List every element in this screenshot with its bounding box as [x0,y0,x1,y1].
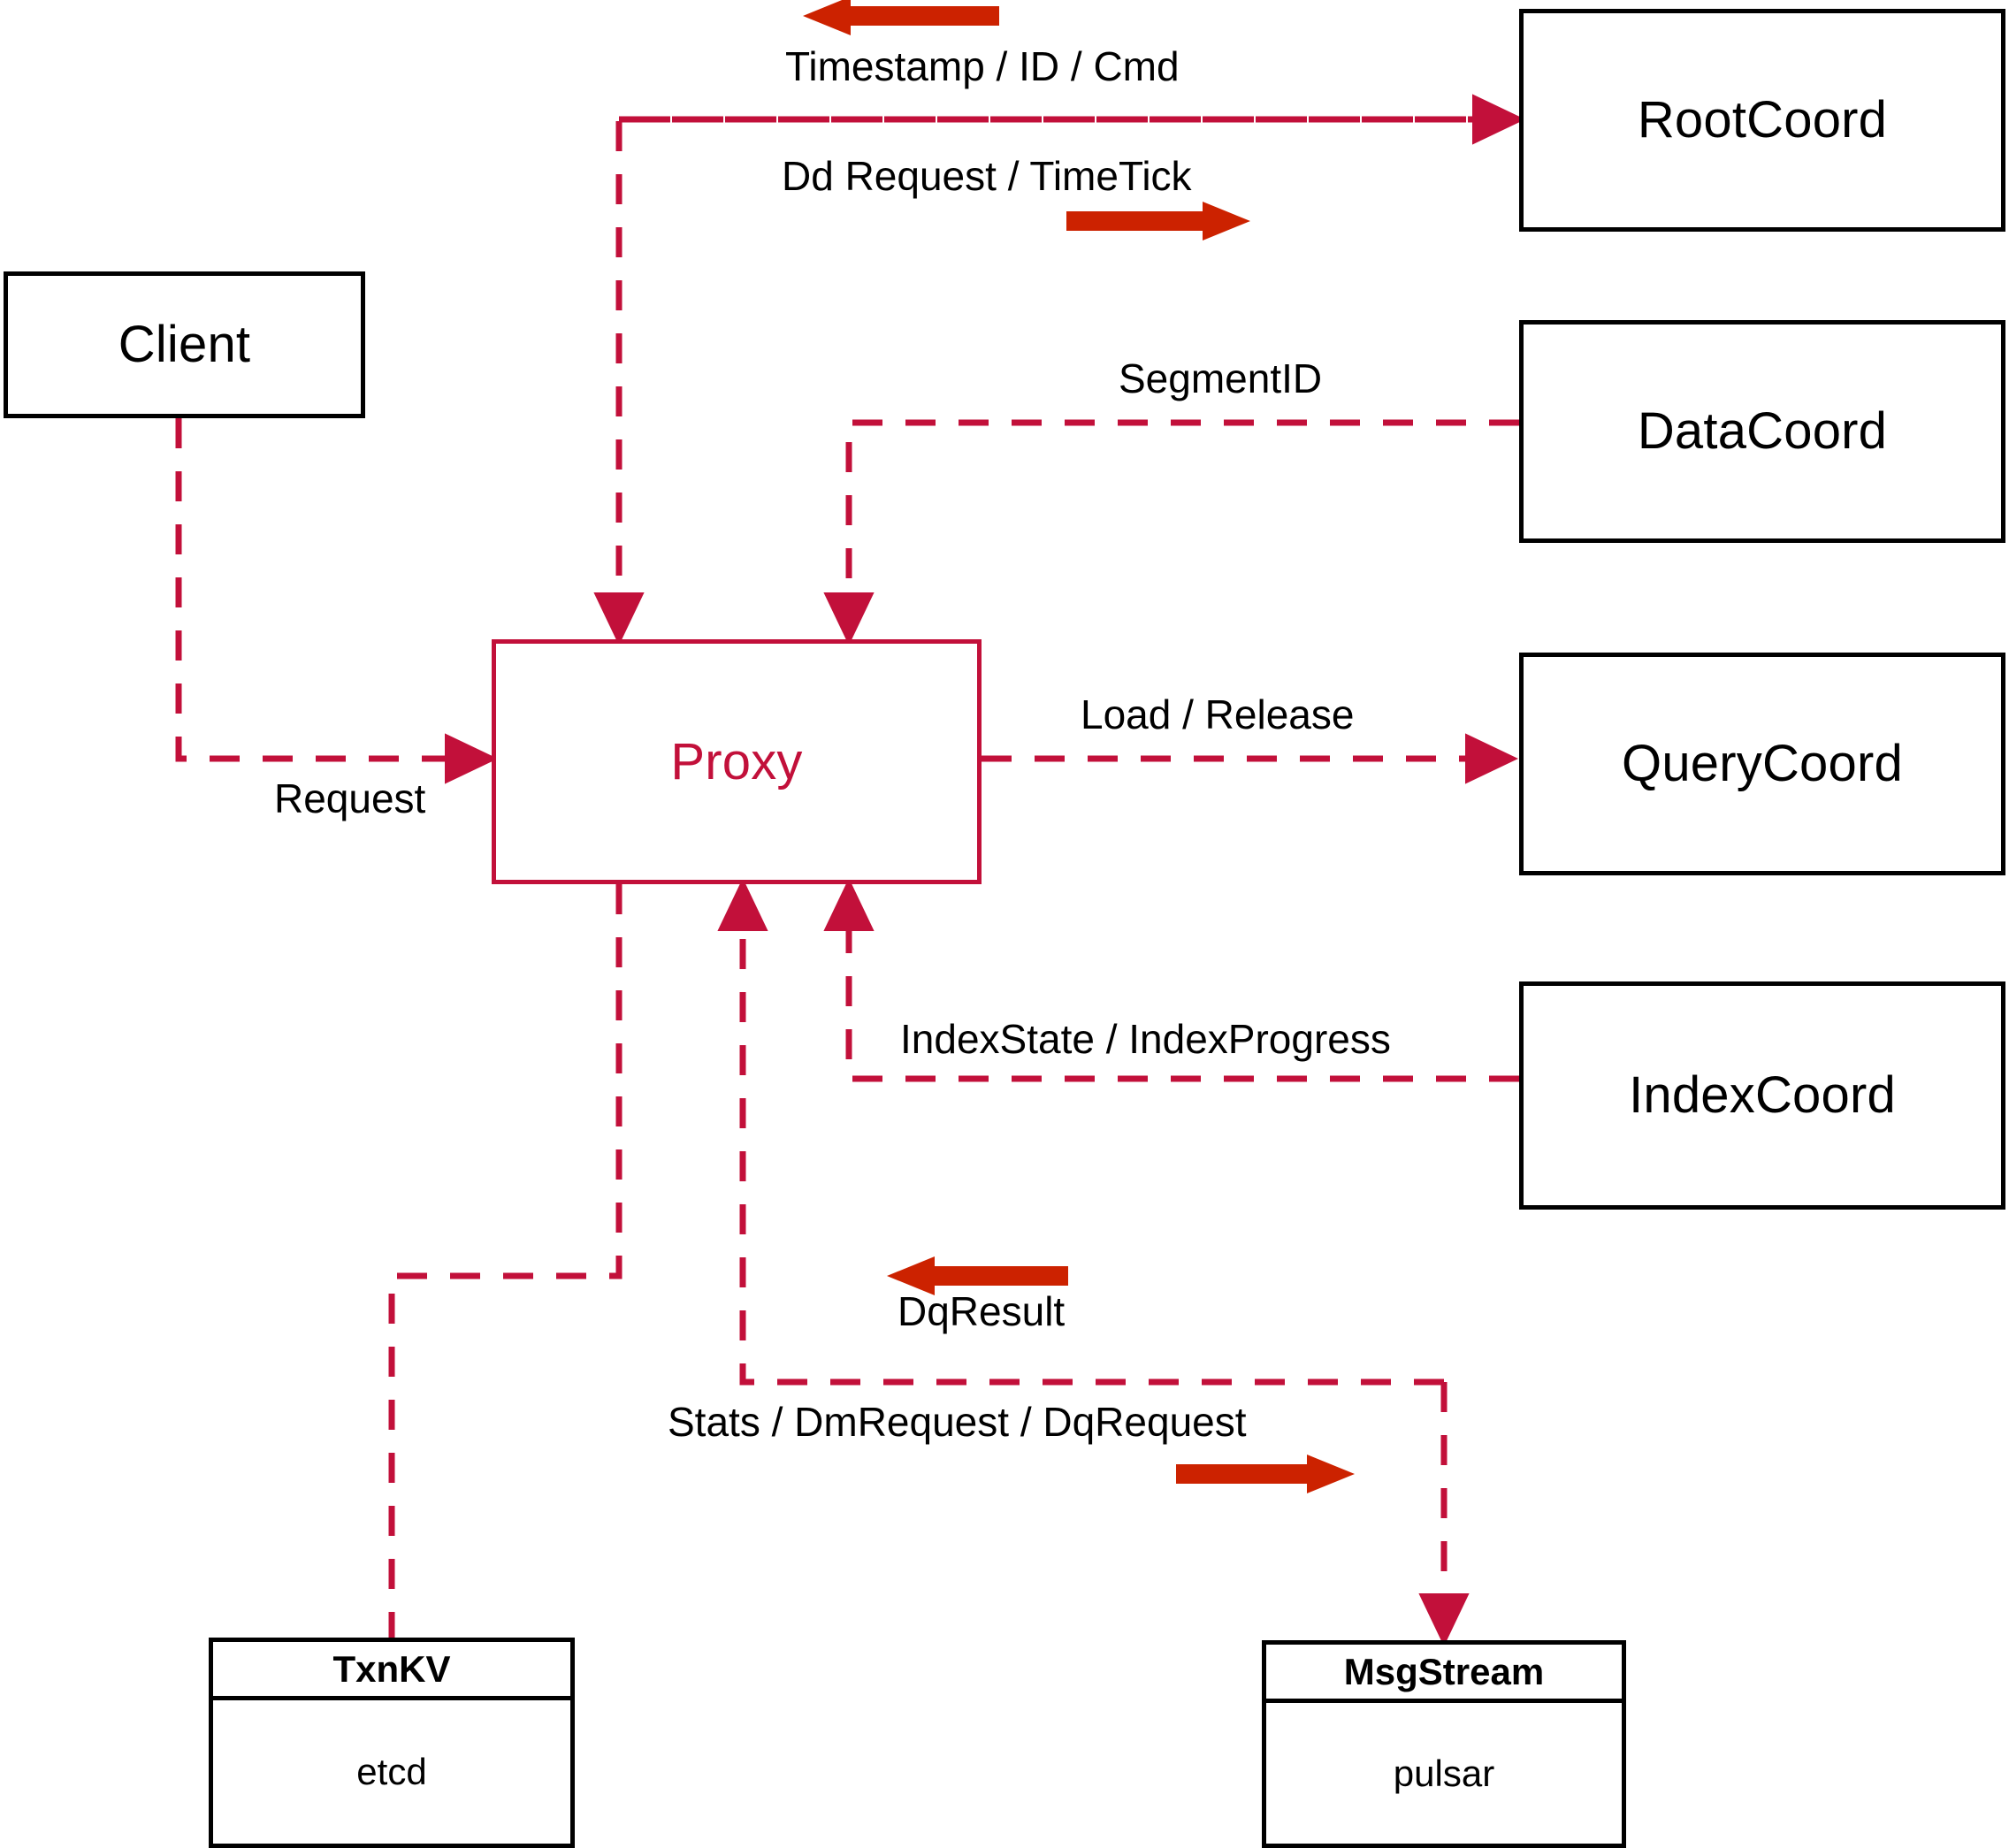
node-txnkv[interactable]: TxnKV etcd [209,1638,575,1848]
arrow-left-dqresult-icon [887,1256,1068,1295]
edge-label-request: Request [274,775,426,821]
edge-label-index-state-progress: IndexState / IndexProgress [900,1016,1391,1062]
node-txnkv-title: TxnKV [213,1642,570,1700]
edge-rootcoord-to-proxy [593,116,1519,646]
node-rootcoord-label: RootCoord [1637,91,1888,149]
edge-label-load-release: Load / Release [1081,691,1355,737]
edge-msgstream-to-proxy [717,877,1444,1386]
node-querycoord[interactable]: QueryCoord [1519,653,2005,875]
node-indexcoord[interactable]: IndexCoord [1519,981,2005,1210]
node-msgstream-body: pulsar [1393,1752,1495,1794]
arrow-left-timestamp-icon [803,0,999,35]
node-client[interactable]: Client [4,271,365,418]
edge-label-dd-request-timetick: Dd Request / TimeTick [782,153,1192,199]
edge-client-to-proxy [175,418,499,784]
arrow-right-ddrequest-icon [1066,202,1250,241]
node-querycoord-label: QueryCoord [1622,735,1903,792]
node-proxy[interactable]: Proxy [492,639,982,884]
node-txnkv-body: etcd [356,1751,427,1792]
node-msgstream-title: MsgStream [1266,1645,1622,1703]
node-datacoord[interactable]: DataCoord [1519,320,2005,543]
node-client-label: Client [118,316,251,373]
edge-datacoord-to-proxy [823,419,1519,646]
edge-proxy-to-txnkv [388,884,623,1638]
arrow-right-stats-icon [1176,1455,1355,1493]
node-msgstream[interactable]: MsgStream pulsar [1262,1640,1626,1848]
node-indexcoord-label: IndexCoord [1629,1066,1896,1124]
edge-label-timestamp-id-cmd: Timestamp / ID / Cmd [785,43,1180,89]
edge-indexcoord-to-proxy [823,877,1519,1082]
edge-label-stats-dm-dq-request: Stats / DmRequest / DqRequest [668,1399,1247,1445]
node-datacoord-label: DataCoord [1637,402,1888,460]
node-proxy-label: Proxy [670,732,803,790]
edge-label-dq-result: DqResult [898,1288,1066,1334]
node-rootcoord[interactable]: RootCoord [1519,9,2005,232]
edge-label-segment-id: SegmentID [1119,355,1323,401]
